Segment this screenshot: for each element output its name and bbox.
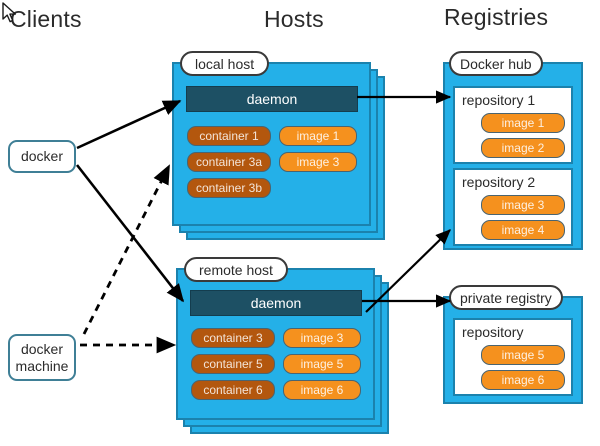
client-docker-machine-label-line2: machine — [15, 357, 69, 374]
docker-hub-repository-2[interactable]: repository 2 image 3 image 4 — [453, 168, 573, 246]
repository-1-label: repository 1 — [462, 92, 536, 108]
private-repository-label: repository — [462, 324, 524, 340]
registry-docker-hub[interactable]: Docker hub repository 1 image 1 image 2 … — [443, 51, 583, 250]
local-host-image-3[interactable]: image 3 — [279, 152, 357, 172]
column-title-hosts: Hosts — [264, 6, 324, 32]
arrow-docker-to-local-daemon — [76, 99, 182, 150]
remote-host-image-5[interactable]: image 5 — [283, 354, 361, 374]
registry-private[interactable]: private registry repository image 5 imag… — [443, 285, 583, 404]
column-title-clients: Clients — [10, 6, 82, 32]
mouse-pointer-icon — [2, 2, 16, 23]
arrow-docker-machine-to-local-host — [82, 164, 170, 335]
local-host-container-3a[interactable]: container 3a — [187, 152, 271, 172]
client-docker-machine[interactable]: docker machine — [8, 334, 76, 381]
private-repository-image-6[interactable]: image 6 — [481, 370, 565, 390]
repository-1-image-1[interactable]: image 1 — [481, 113, 565, 133]
local-host-image-1[interactable]: image 1 — [279, 126, 357, 146]
repository-1-image-2[interactable]: image 2 — [481, 138, 565, 158]
docker-hub-repository-1[interactable]: repository 1 image 1 image 2 — [453, 86, 573, 164]
local-host-tab-label: local host — [180, 51, 270, 76]
private-registry-repository[interactable]: repository image 5 image 6 — [453, 318, 573, 396]
private-registry-tab-label: private registry — [449, 285, 563, 310]
client-docker-label: docker — [20, 148, 64, 165]
remote-host-daemon[interactable]: daemon — [190, 290, 362, 316]
private-repository-image-5[interactable]: image 5 — [481, 345, 565, 365]
local-host-card[interactable]: local host daemon container 1 container … — [172, 51, 371, 226]
client-docker[interactable]: docker — [8, 140, 76, 173]
repository-2-label: repository 2 — [462, 174, 536, 190]
remote-host-container-6[interactable]: container 6 — [191, 380, 275, 400]
remote-host-stack: remote host daemon container 3 container… — [176, 257, 391, 438]
client-docker-machine-label-line1: docker — [20, 341, 64, 358]
remote-host-container-5[interactable]: container 5 — [191, 354, 275, 374]
local-host-daemon[interactable]: daemon — [186, 86, 358, 112]
remote-host-image-3[interactable]: image 3 — [283, 328, 361, 348]
remote-host-image-6[interactable]: image 6 — [283, 380, 361, 400]
arrow-docker-to-remote-daemon — [75, 164, 185, 303]
local-host-container-3b[interactable]: container 3b — [187, 178, 271, 198]
remote-host-tab-label: remote host — [184, 257, 288, 282]
repository-2-image-4[interactable]: image 4 — [481, 220, 565, 240]
column-title-registries: Registries — [444, 4, 549, 30]
remote-host-card[interactable]: remote host daemon container 3 container… — [176, 257, 375, 420]
remote-host-container-3[interactable]: container 3 — [191, 328, 275, 348]
repository-2-image-3[interactable]: image 3 — [481, 195, 565, 215]
docker-hub-tab-label: Docker hub — [449, 51, 543, 76]
local-host-container-1[interactable]: container 1 — [187, 126, 271, 146]
local-host-stack: local host daemon container 1 container … — [172, 51, 387, 242]
